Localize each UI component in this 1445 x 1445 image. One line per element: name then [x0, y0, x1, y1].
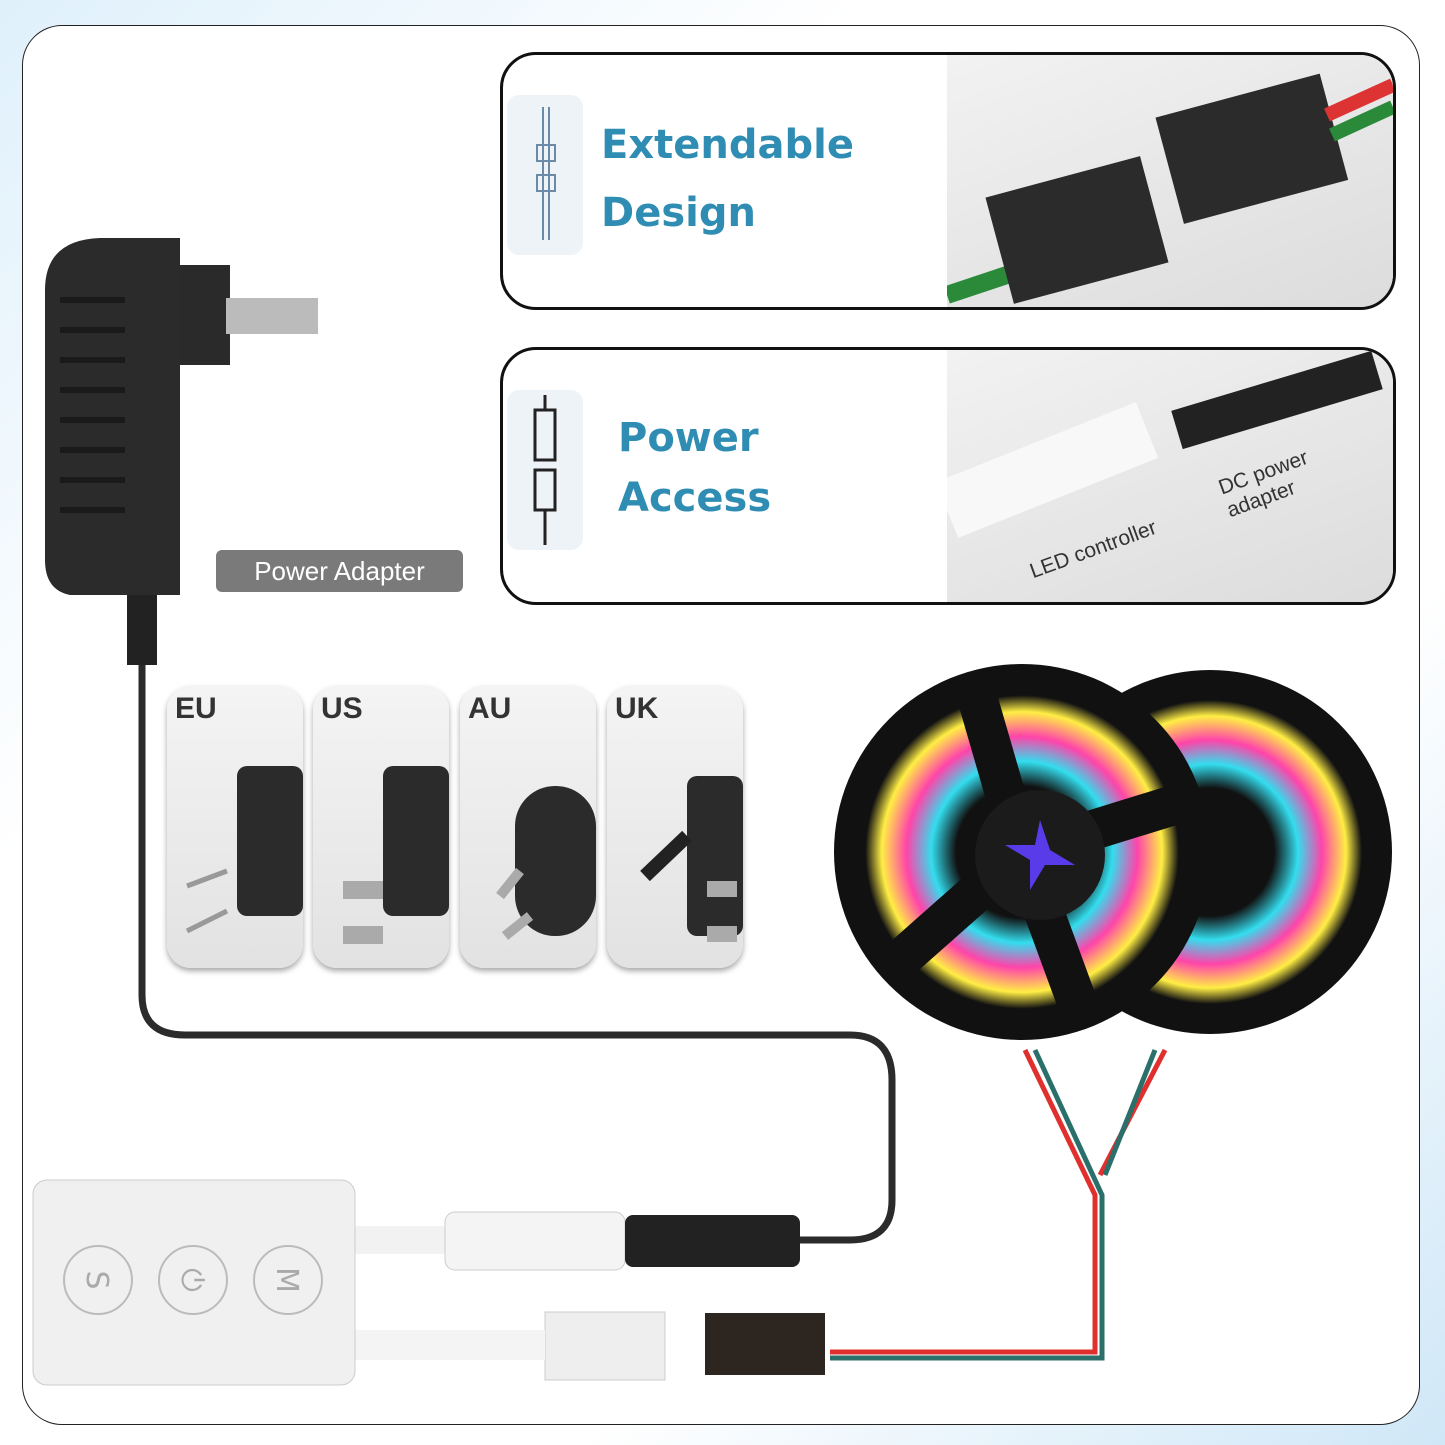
- power-cable: [138, 665, 896, 1244]
- controller-button-mode[interactable]: M: [253, 1245, 323, 1315]
- power-adapter-label: Power Adapter: [216, 550, 463, 592]
- plug-au: AU: [460, 686, 596, 968]
- controller-connector: [544, 1311, 666, 1381]
- strip-connector: [705, 1313, 825, 1375]
- led-strip-reels-image: [834, 664, 1392, 1040]
- plug-uk: UK: [607, 686, 743, 968]
- controller-button-power[interactable]: ⏻: [158, 1245, 228, 1315]
- plug-us: US: [313, 686, 449, 968]
- dc-connector-photo: DC power adapter LED controller: [935, 350, 1393, 602]
- connector-icon: [507, 95, 583, 255]
- plug-eu: EU: [167, 686, 303, 968]
- power-adapter-image: [45, 238, 318, 665]
- controller-button-speed[interactable]: S: [63, 1245, 133, 1315]
- dc-jack-icon: [507, 390, 583, 550]
- led-controller-image: [32, 1179, 356, 1386]
- connector-photo: [944, 55, 1393, 307]
